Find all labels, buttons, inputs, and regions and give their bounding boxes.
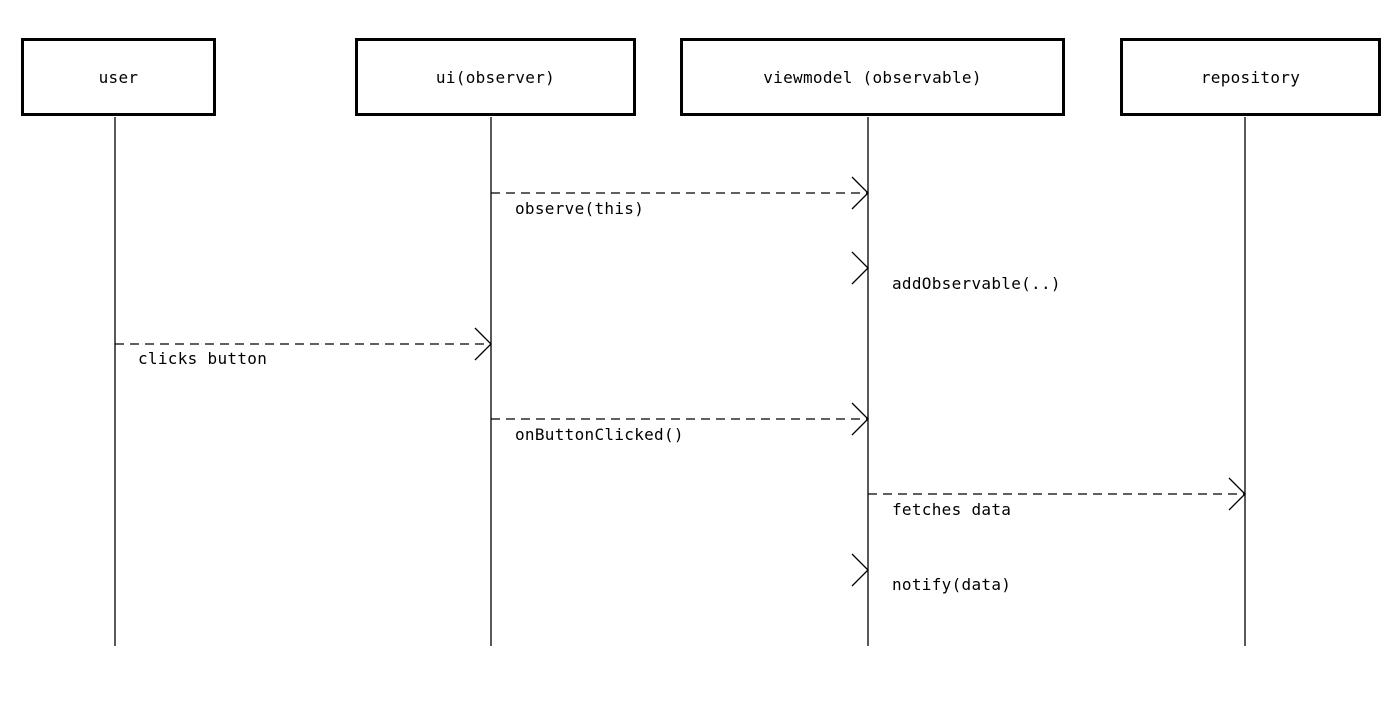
participant-label: viewmodel (observable): [763, 67, 982, 87]
participant-ui: ui(observer): [355, 38, 636, 116]
message-label-fetches-data: fetches data: [892, 500, 1012, 519]
message-label-observe: observe(this): [515, 199, 645, 218]
participant-user: user: [21, 38, 216, 116]
arrowhead-icon: [851, 176, 869, 210]
message-label-clicks-button: clicks button: [138, 349, 268, 368]
participant-repository: repository: [1120, 38, 1381, 116]
arrowhead-icon: [1228, 477, 1246, 511]
participant-viewmodel: viewmodel (observable): [680, 38, 1065, 116]
arrowhead-icon: [851, 251, 869, 285]
arrowhead-icon: [851, 553, 869, 587]
arrowhead-icon: [474, 327, 492, 361]
arrowhead-icon: [851, 402, 869, 436]
participant-label: ui(observer): [435, 67, 556, 87]
message-label-notify: notify(data): [892, 575, 1012, 594]
participant-label: repository: [1200, 67, 1301, 87]
message-label-add-observable: addObservable(..): [892, 274, 1061, 293]
message-label-on-button-clicked: onButtonClicked(): [515, 425, 684, 444]
participant-label: user: [98, 67, 139, 87]
